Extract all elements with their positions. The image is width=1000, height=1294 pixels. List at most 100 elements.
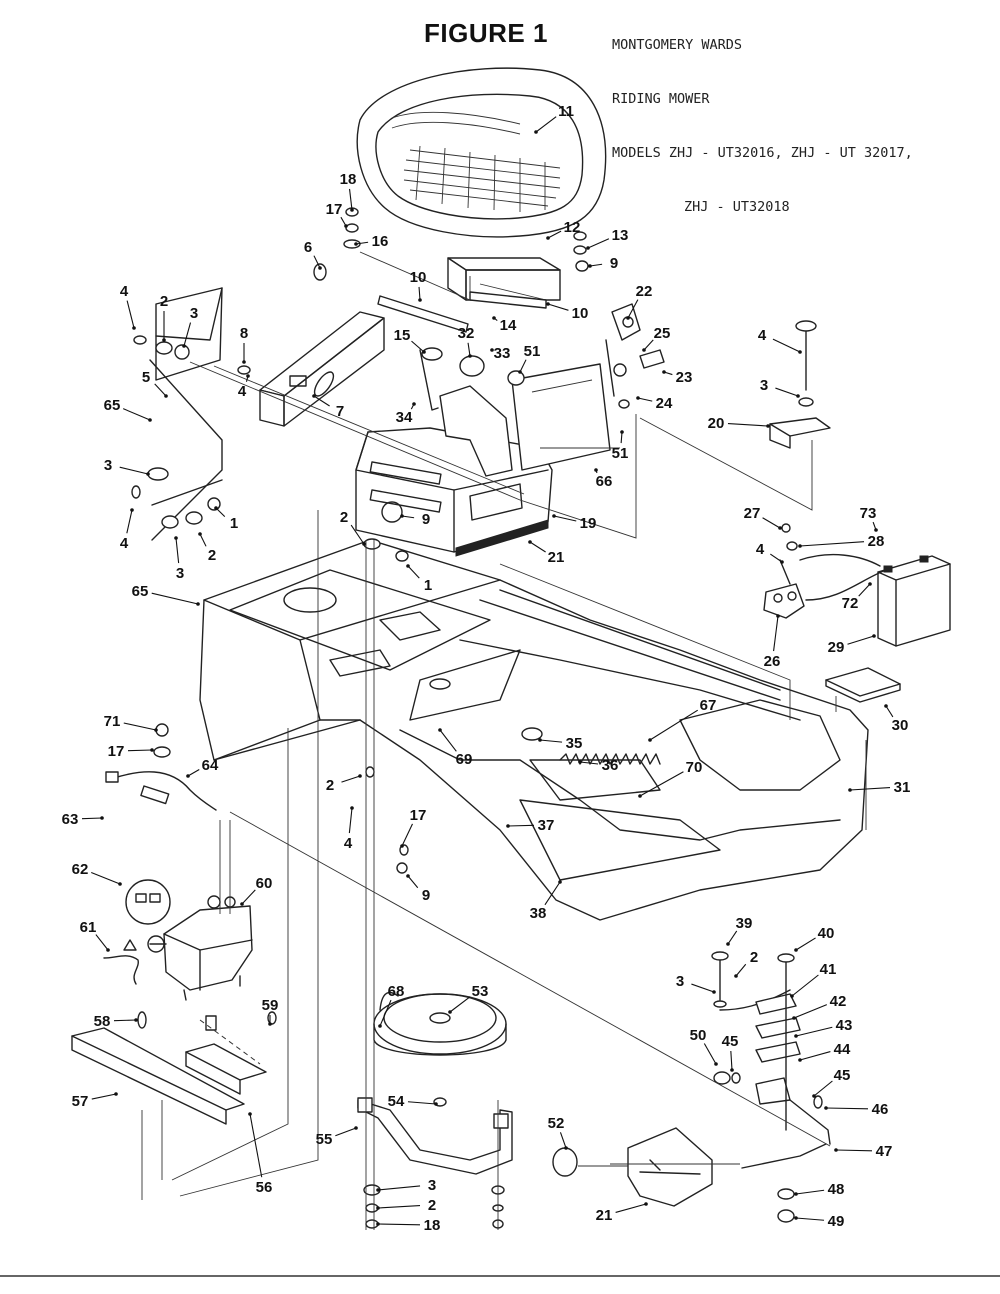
callout-arrowhead — [100, 816, 104, 820]
callout-number: 10 — [572, 305, 589, 322]
callout-leader — [241, 889, 256, 905]
callout-leader — [849, 787, 891, 791]
callout-arrowhead — [318, 266, 322, 270]
ignition-switch — [605, 303, 665, 397]
callout-arrowhead — [538, 738, 542, 742]
callout-arrowhead — [150, 748, 154, 752]
callout-arrowhead — [130, 508, 134, 512]
header-line: ZHJ - UT32018 — [684, 199, 790, 215]
callout-leader — [350, 524, 365, 545]
callout-arrowhead — [636, 396, 640, 400]
callout-leader — [553, 515, 577, 522]
callout-number: 3 — [176, 565, 184, 582]
callout-number: 35 — [566, 735, 583, 752]
callout-arrowhead — [268, 1022, 272, 1026]
callout-number: 36 — [602, 757, 619, 774]
axle-bracket — [71, 1015, 267, 1125]
callout-arrowhead — [242, 360, 246, 364]
callout-arrowhead — [506, 824, 510, 828]
callout-number: 52 — [548, 1115, 565, 1132]
callout-arrowhead — [146, 472, 150, 476]
callout-leader — [119, 466, 149, 475]
callout-leader — [335, 1127, 357, 1137]
wire-61 — [103, 955, 139, 985]
callout-number: 4 — [756, 541, 765, 558]
callout-arrowhead — [196, 602, 200, 606]
callout-leader — [559, 1132, 567, 1149]
callout-number: 22 — [636, 283, 653, 300]
callout-number: 1 — [230, 515, 238, 532]
callout-leader — [799, 1051, 831, 1061]
callout-arrowhead — [726, 942, 730, 946]
callout-number: 43 — [836, 1017, 853, 1034]
callout-arrowhead — [240, 902, 244, 906]
callout-leader — [81, 817, 103, 820]
callout-arrowhead — [546, 236, 550, 240]
callout-number: 4 — [758, 327, 767, 344]
callout-leader — [643, 339, 654, 351]
callout-number: 4 — [238, 383, 247, 400]
callout-arrowhead — [874, 528, 878, 532]
lower-console — [552, 1127, 827, 1207]
callout-arrowhead — [344, 224, 348, 228]
callout-number: 9 — [610, 255, 618, 272]
callout-number: 50 — [690, 1027, 707, 1044]
callout-number: 21 — [596, 1207, 613, 1224]
callout-leader — [835, 1149, 873, 1152]
callout-number: 38 — [530, 905, 547, 922]
callout-leader — [587, 238, 610, 249]
callout-arrowhead — [434, 1102, 438, 1106]
callout-arrowhead — [644, 1202, 648, 1206]
callout-number: 18 — [424, 1217, 441, 1234]
callout-number: 3 — [428, 1177, 436, 1194]
callout-arrowhead — [586, 246, 590, 250]
callout-arrowhead — [492, 316, 496, 320]
callout-leader — [519, 359, 527, 373]
callout-number: 17 — [410, 807, 427, 824]
callout-number: 15 — [394, 327, 411, 344]
callout-leader — [401, 823, 413, 847]
callout-arrowhead — [564, 1146, 568, 1150]
callout-leader — [579, 761, 599, 765]
callout-leader — [355, 241, 369, 245]
callout-leader — [825, 1107, 869, 1110]
header-block: MONTGOMERY WARDS RIDING MOWER MODELS ZHJ… — [612, 0, 913, 252]
callout-leader — [313, 255, 321, 269]
callout-leader — [407, 565, 420, 579]
callout-number: 17 — [326, 201, 343, 218]
callout-leader — [401, 515, 415, 519]
callout-arrowhead — [438, 728, 442, 732]
callout-number: 23 — [676, 369, 693, 386]
callout-arrowhead — [578, 760, 582, 764]
callout-number: 9 — [422, 887, 430, 904]
callout-number: 11 — [558, 103, 574, 120]
callout-number: 49 — [828, 1213, 845, 1230]
callout-arrowhead — [448, 1010, 452, 1014]
callout-leader — [127, 749, 153, 752]
callout-number: 20 — [708, 415, 725, 432]
battery — [799, 553, 951, 703]
callout-arrowhead — [518, 370, 522, 374]
main-frame — [199, 539, 869, 921]
callout-arrowhead — [248, 1112, 252, 1116]
callout-leader — [691, 983, 715, 993]
callout-number: 2 — [160, 293, 168, 310]
callout-arrowhead — [148, 418, 152, 422]
pulley — [373, 991, 507, 1056]
callout-number: 45 — [722, 1033, 739, 1050]
callout-leaders — [81, 116, 894, 1226]
callout-leader — [418, 286, 421, 301]
callout-leader — [411, 340, 425, 353]
callout-leader — [175, 537, 180, 564]
callout-number: 3 — [190, 305, 198, 322]
callout-arrowhead — [154, 728, 158, 732]
callout-arrowhead — [638, 794, 642, 798]
callout-leader — [639, 771, 684, 797]
hardware-bottom — [363, 1097, 795, 1229]
callout-number: 64 — [202, 757, 219, 774]
callout-number: 2 — [340, 509, 348, 526]
callout-arrowhead — [350, 208, 354, 212]
